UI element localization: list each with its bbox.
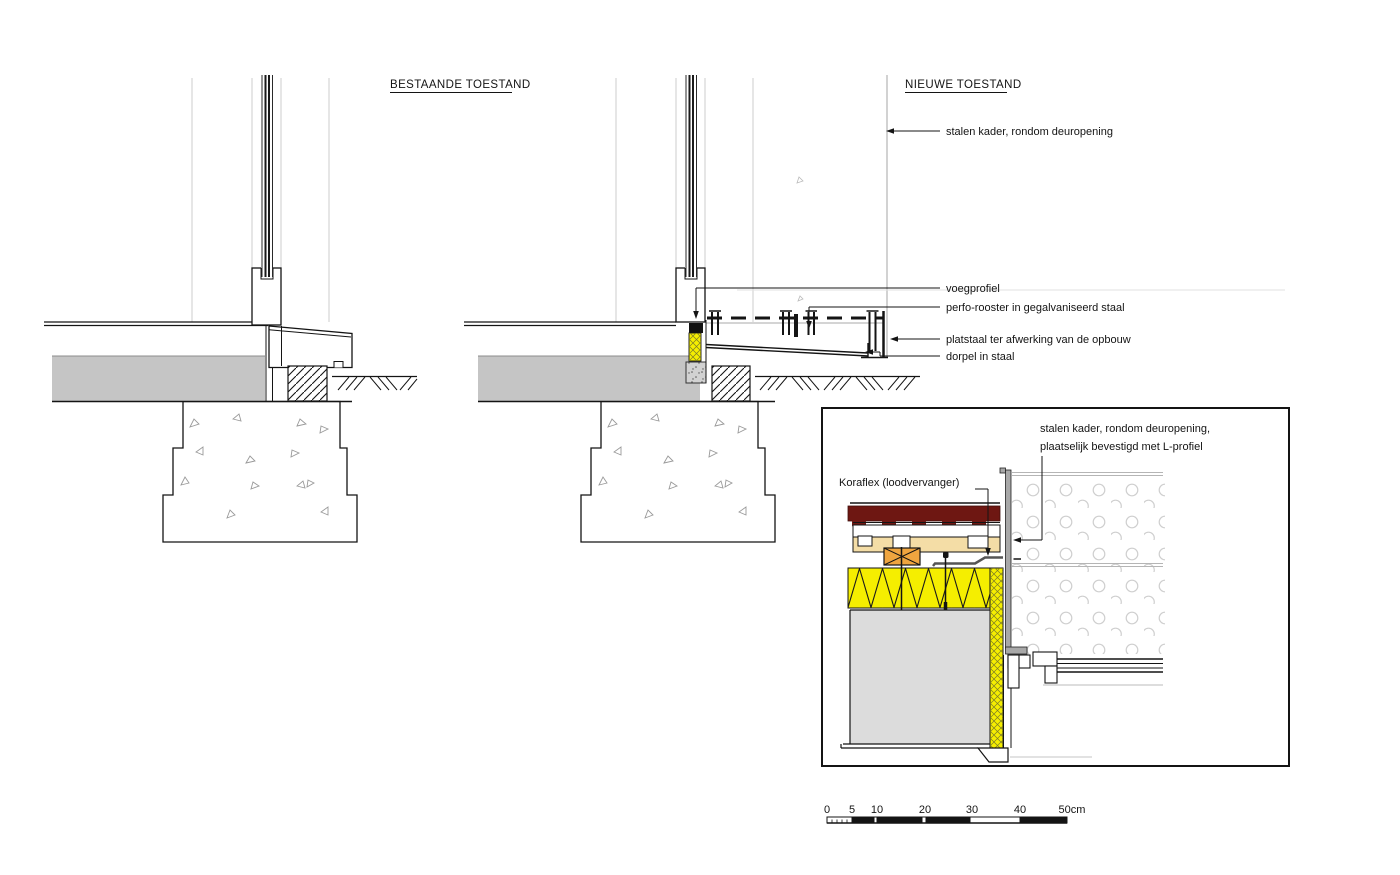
sheet-notches bbox=[857, 535, 989, 549]
scale-label-30: 30 bbox=[966, 804, 978, 816]
perforated-door-panel bbox=[1012, 476, 1165, 654]
new-floor-slab bbox=[478, 356, 700, 402]
existing-threshold bbox=[268, 325, 353, 369]
ground-hatch bbox=[337, 376, 418, 391]
foundation-outline bbox=[580, 400, 776, 543]
concrete-aggregate-symbols bbox=[598, 413, 748, 519]
scale-label-40: 40 bbox=[1014, 804, 1026, 816]
ground-hatch bbox=[759, 376, 916, 391]
scale-label-20: 20 bbox=[919, 804, 931, 816]
foundation-outline bbox=[162, 400, 358, 543]
scale-black-segments bbox=[851, 817, 1067, 823]
door-leaf-lines bbox=[685, 75, 697, 277]
annotation-stalen-kader: stalen kader, rondom deuropening bbox=[946, 126, 1113, 138]
arrowhead-down bbox=[985, 548, 991, 556]
title-new: NIEUWE TOESTAND bbox=[905, 79, 1022, 91]
annotation-dorpel: dorpel in staal bbox=[946, 351, 1015, 363]
new-condition-drawing bbox=[464, 75, 1285, 543]
voegprofiel-block bbox=[689, 323, 703, 333]
scale-label-50cm: 50cm bbox=[1059, 804, 1086, 816]
platstaal-sloped bbox=[705, 343, 888, 359]
scale-bar: 0 5 10 20 30 40 50cm bbox=[824, 804, 1086, 824]
existing-floor-slab bbox=[52, 356, 265, 402]
door-leaf-lines bbox=[261, 75, 273, 277]
arrowhead-down bbox=[806, 321, 812, 329]
scale-label-0: 0 bbox=[824, 804, 830, 816]
arrowhead-left bbox=[890, 336, 898, 342]
title-existing: BESTAANDE TOESTAND bbox=[390, 79, 531, 91]
steel-kader-profile bbox=[999, 467, 1028, 655]
annotations: stalen kader, rondom deuropening voegpro… bbox=[693, 126, 1131, 363]
threshold-notch bbox=[333, 361, 344, 368]
concrete-upstand bbox=[850, 610, 990, 744]
scale-cm-ticks bbox=[831, 819, 848, 823]
concrete-aggregate-symbols bbox=[180, 413, 330, 519]
wall-reference-lines bbox=[191, 78, 330, 322]
detail-label-kader-line2: plaatselijk bevestigd met L-profiel bbox=[1040, 441, 1203, 453]
floor-lines bbox=[464, 321, 676, 327]
detail-label-koraflex: Koraflex (loodvervanger) bbox=[839, 477, 959, 489]
detail-box: stalen kader, rondom deuropening, plaats… bbox=[821, 407, 1290, 767]
scale-label-5: 5 bbox=[849, 804, 855, 816]
profiled-sheet-layer bbox=[852, 524, 1001, 538]
annotation-perfo-rooster: perfo-rooster in gegalvaniseerd staal bbox=[946, 302, 1125, 314]
annotation-voegprofiel: voegprofiel bbox=[946, 283, 1000, 295]
detail-label-kader-line1: stalen kader, rondom deuropening, bbox=[1040, 423, 1210, 435]
door-sill-profile bbox=[1007, 651, 1058, 689]
bottom-drip-cap bbox=[976, 747, 1009, 763]
arrowhead-left bbox=[1013, 537, 1021, 543]
perfo-grating bbox=[705, 310, 888, 359]
arrowhead-left bbox=[886, 128, 894, 134]
koraflex-flashing bbox=[932, 556, 1003, 567]
arrowhead-down bbox=[693, 311, 699, 319]
existing-condition-drawing bbox=[44, 75, 418, 543]
floor-lines bbox=[44, 321, 268, 327]
scale-label-10: 10 bbox=[871, 804, 883, 816]
annotation-platstaal: platstaal ter afwerking van de opbouw bbox=[946, 334, 1131, 346]
wall-reference-lines bbox=[615, 78, 754, 322]
arrowhead-left bbox=[865, 349, 873, 355]
